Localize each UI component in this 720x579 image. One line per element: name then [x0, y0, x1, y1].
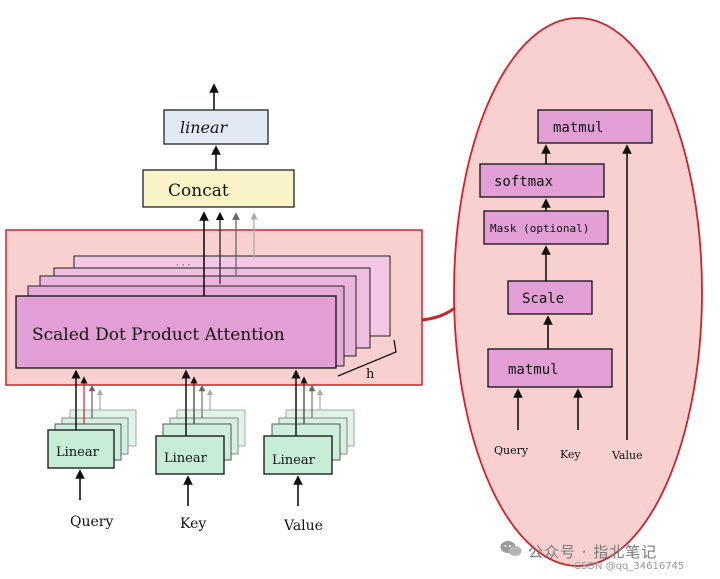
query-linear-label: Linear: [56, 445, 100, 460]
heads-bracket: [337, 339, 397, 377]
detail-flow-arrows: [513, 144, 632, 440]
matmul-top-box: [537, 109, 653, 144]
matmul-bottom-box: [487, 348, 613, 388]
key-linear-label: Linear: [164, 451, 208, 466]
value-linear-label: Linear: [272, 453, 316, 468]
scaled-dot-product-attention-label: Scaled Dot Product Attention: [32, 325, 285, 345]
value-linear-stack: [263, 409, 355, 475]
watermark-credit: CSDN @qq_34616745: [574, 561, 685, 572]
mask-label: Mask (optional): [490, 222, 589, 235]
attention-head-stack: [15, 255, 391, 369]
query-input-label: Query: [70, 514, 113, 530]
key-input-label: Key: [180, 516, 206, 532]
detail-query-label: Query: [494, 444, 529, 457]
heads-to-concat-arrows: [199, 211, 258, 296]
detail-key-label: Key: [560, 448, 581, 461]
softmax-label: softmax: [494, 174, 553, 190]
linear-top-label: linear: [180, 118, 229, 137]
concat-label: Concat: [168, 181, 229, 201]
ellipsis-dots: · · ·: [176, 261, 190, 271]
value-input-label: Value: [283, 518, 323, 534]
scale-box: [507, 280, 593, 315]
matmul-bottom-label: matmul: [508, 362, 559, 378]
heads-label: h: [366, 367, 375, 382]
detail-value-label: Value: [611, 449, 643, 462]
query-linear-stack: [47, 409, 137, 469]
watermark-title: 公众号 · 指北笔记: [528, 543, 658, 561]
key-linear-stack: [155, 409, 246, 475]
linear-top-box: [163, 109, 269, 145]
wechat-icon: [500, 541, 522, 556]
softmax-box: [479, 163, 605, 198]
scaled-dot-product-attention-box: [15, 295, 337, 369]
matmul-top-label: matmul: [553, 120, 604, 136]
concat-box: [142, 169, 295, 208]
scale-label: Scale: [522, 291, 564, 307]
linear-to-attention-arrows: [71, 369, 323, 436]
mask-box: [483, 210, 609, 245]
